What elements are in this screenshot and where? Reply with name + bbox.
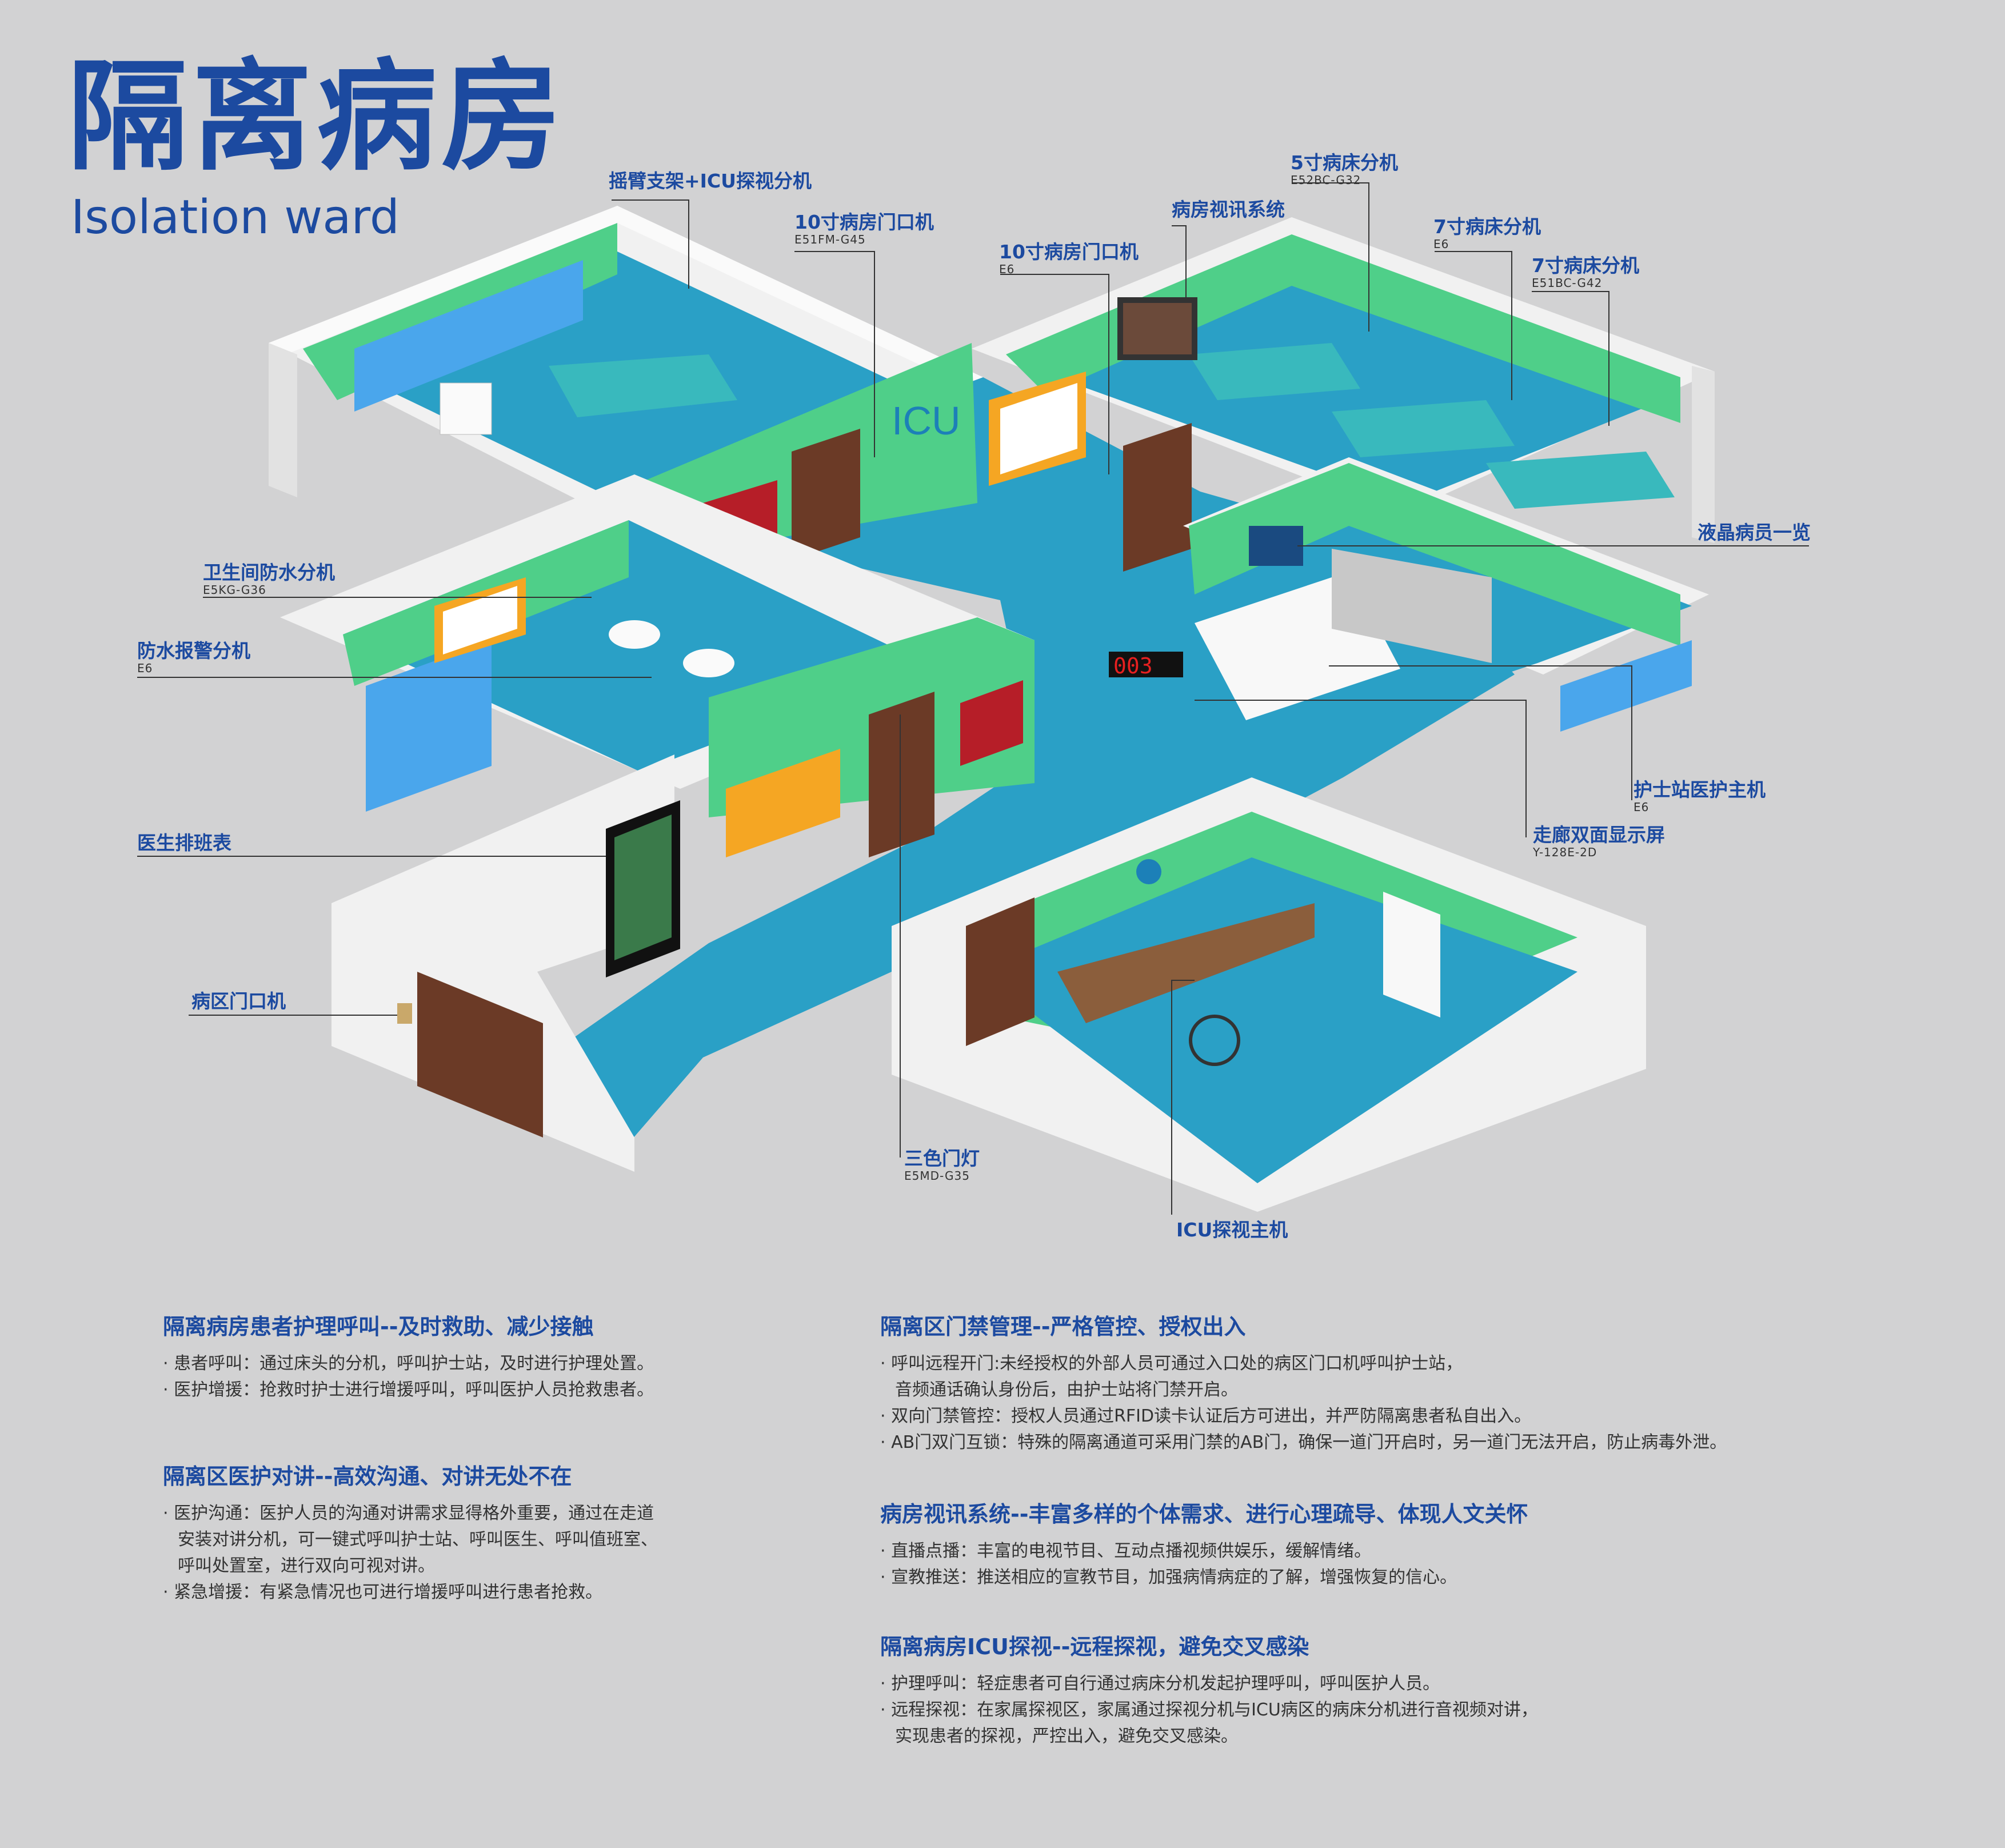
icu-sign: ICU [892,398,961,443]
callout-label: 医生排班表 [137,832,231,854]
ward-double-door [417,972,543,1137]
section-icu-visiting: 隔离病房ICU探视--远程探视，避免交叉感染 · 护理呼叫：轻症患者可自行通过病… [880,1629,1538,1750]
callout-label: 7寸病床分机 [1532,254,1639,277]
section-heading: 病房视讯系统--丰富多样的个体需求、进行心理疏导、体现人文关怀 [880,1502,1528,1527]
callout-model: E6 [137,661,153,675]
callout-label: 7寸病床分机 [1433,215,1541,238]
section-nursing-call: 隔离病房患者护理呼叫--及时救助、减少接触 · 患者呼叫：通过床头的分机，呼叫护… [163,1309,654,1403]
callout-label: 10寸病房门口机 [794,211,934,233]
section-video-system: 病房视讯系统--丰富多样的个体需求、进行心理疏导、体现人文关怀 · 直播点播：丰… [880,1496,1528,1591]
section-heading: 隔离病房ICU探视--远程探视，避免交叉感染 [880,1634,1309,1659]
section-access-control: 隔离区门禁管理--严格管控、授权出入 · 呼叫远程开门:未经授权的外部人员可通过… [880,1309,1727,1456]
section-item: · 医护沟通：医护人员的沟通对讲需求显得格外重要，通过在走道安装对讲分机，可一键… [163,1503,658,1576]
section-item: · 医护增援：抢救时护士进行增援呼叫，呼叫医护人员抢救患者。 [163,1380,654,1400]
callout-model: E5KG-G36 [203,582,266,597]
callout-label: ICU探视主机 [1176,1219,1288,1241]
section-item: · 宣教推送：推送相应的宣教节目，加强病情病症的了解，增强恢复的信心。 [880,1567,1457,1587]
led-display-value: 003 [1113,653,1153,678]
restroom [280,474,1035,857]
callout-model: E52BC-G32 [1291,173,1361,187]
callout-model: E6 [1633,800,1649,814]
led-display-screen [1109,652,1183,677]
callout-model: Y-128E-2D [1533,845,1597,859]
callout-model: E6 [1433,237,1449,251]
nurse-station [1183,457,1709,732]
callout-ward-door-station: 病区门口机 [191,990,286,1012]
section-item: · 呼叫远程开门:未经授权的外部人员可通过入口处的病区门口机呼叫护士站，音频通话… [880,1354,1463,1400]
callout-leader-lines [137,182,1809,1215]
callout-model: E51BC-G42 [1532,276,1603,290]
callout-label: 防水报警分机 [137,640,250,662]
section-item: · 患者呼叫：通过床头的分机，呼叫护士站，及时进行护理处置。 [163,1354,654,1374]
section-item: · 护理呼叫：轻症患者可自行通过病床分机发起护理呼叫，呼叫医护人员。 [880,1674,1440,1694]
section-item: · 双向门禁管控：授权人员通过RFID读卡认证后方可进出，并严防隔离患者私自出入… [880,1406,1532,1426]
callout-label: 摇臂支架+ICU探视分机 [609,170,812,192]
callout-label: 病房视讯系统 [1172,198,1285,221]
ward-entrance [331,755,680,1172]
page-title: 隔离病房 [67,47,566,187]
callout-label: 三色门灯 [904,1147,980,1170]
callout-rocker-arm: 摇臂支架+ICU探视分机 [609,171,812,191]
patient-room-back-right [972,217,1715,543]
callout-doctor-schedule: 医生排班表 [137,833,231,853]
callout-label: 卫生间防水分机 [203,561,335,584]
callout-label: 10寸病房门口机 [999,241,1139,263]
section-item: · 直播点播：丰富的电视节目、互动点播视频供娱乐，缓解情绪。 [880,1541,1372,1561]
callout-icu-visiting-host: ICU探视主机 [1176,1220,1288,1240]
callout-model: E5MD-G35 [904,1168,970,1183]
icu-visiting-room [892,777,1646,1212]
patient-room-back-left [269,206,983,532]
section-item: · 远程探视：在家属探视区，家属通过探视分机与ICU病区的病床分机进行音视频对讲… [880,1700,1538,1746]
isometric-ward-illustration: ICU 003 [137,182,1809,1215]
section-item: · 紧急增援：有紧急情况也可进行增援呼叫进行患者抢救。 [163,1582,603,1602]
callout-lcd-patient-list: 液晶病员一览 [1698,521,1811,544]
callout-model: E51FM-G45 [794,232,866,246]
callout-label: 5寸病床分机 [1291,151,1398,174]
callout-model: E6 [999,262,1015,276]
callout-label: 液晶病员一览 [1698,521,1811,544]
section-heading: 隔离病房患者护理呼叫--及时救助、减少接触 [163,1314,594,1339]
lcd-patient-list-screen [1249,526,1303,566]
callout-label: 护士站医护主机 [1633,779,1766,801]
callout-video-system: 病房视讯系统 [1172,198,1285,221]
page-subtitle: Isolation ward [71,190,400,245]
section-heading: 隔离区医护对讲--高效沟通、对讲无处不在 [163,1464,572,1489]
section-medical-intercom: 隔离区医护对讲--高效沟通、对讲无处不在 · 医护沟通：医护人员的沟通对讲需求显… [163,1459,658,1606]
section-item: · AB门双门互锁：特殊的隔离通道可采用门禁的AB门，确保一道门开启时，另一道门… [880,1432,1727,1452]
callout-label: 走廊双面显示屏 [1533,824,1665,846]
section-heading: 隔离区门禁管理--严格管控、授权出入 [880,1314,1246,1339]
callout-label: 病区门口机 [191,990,286,1012]
